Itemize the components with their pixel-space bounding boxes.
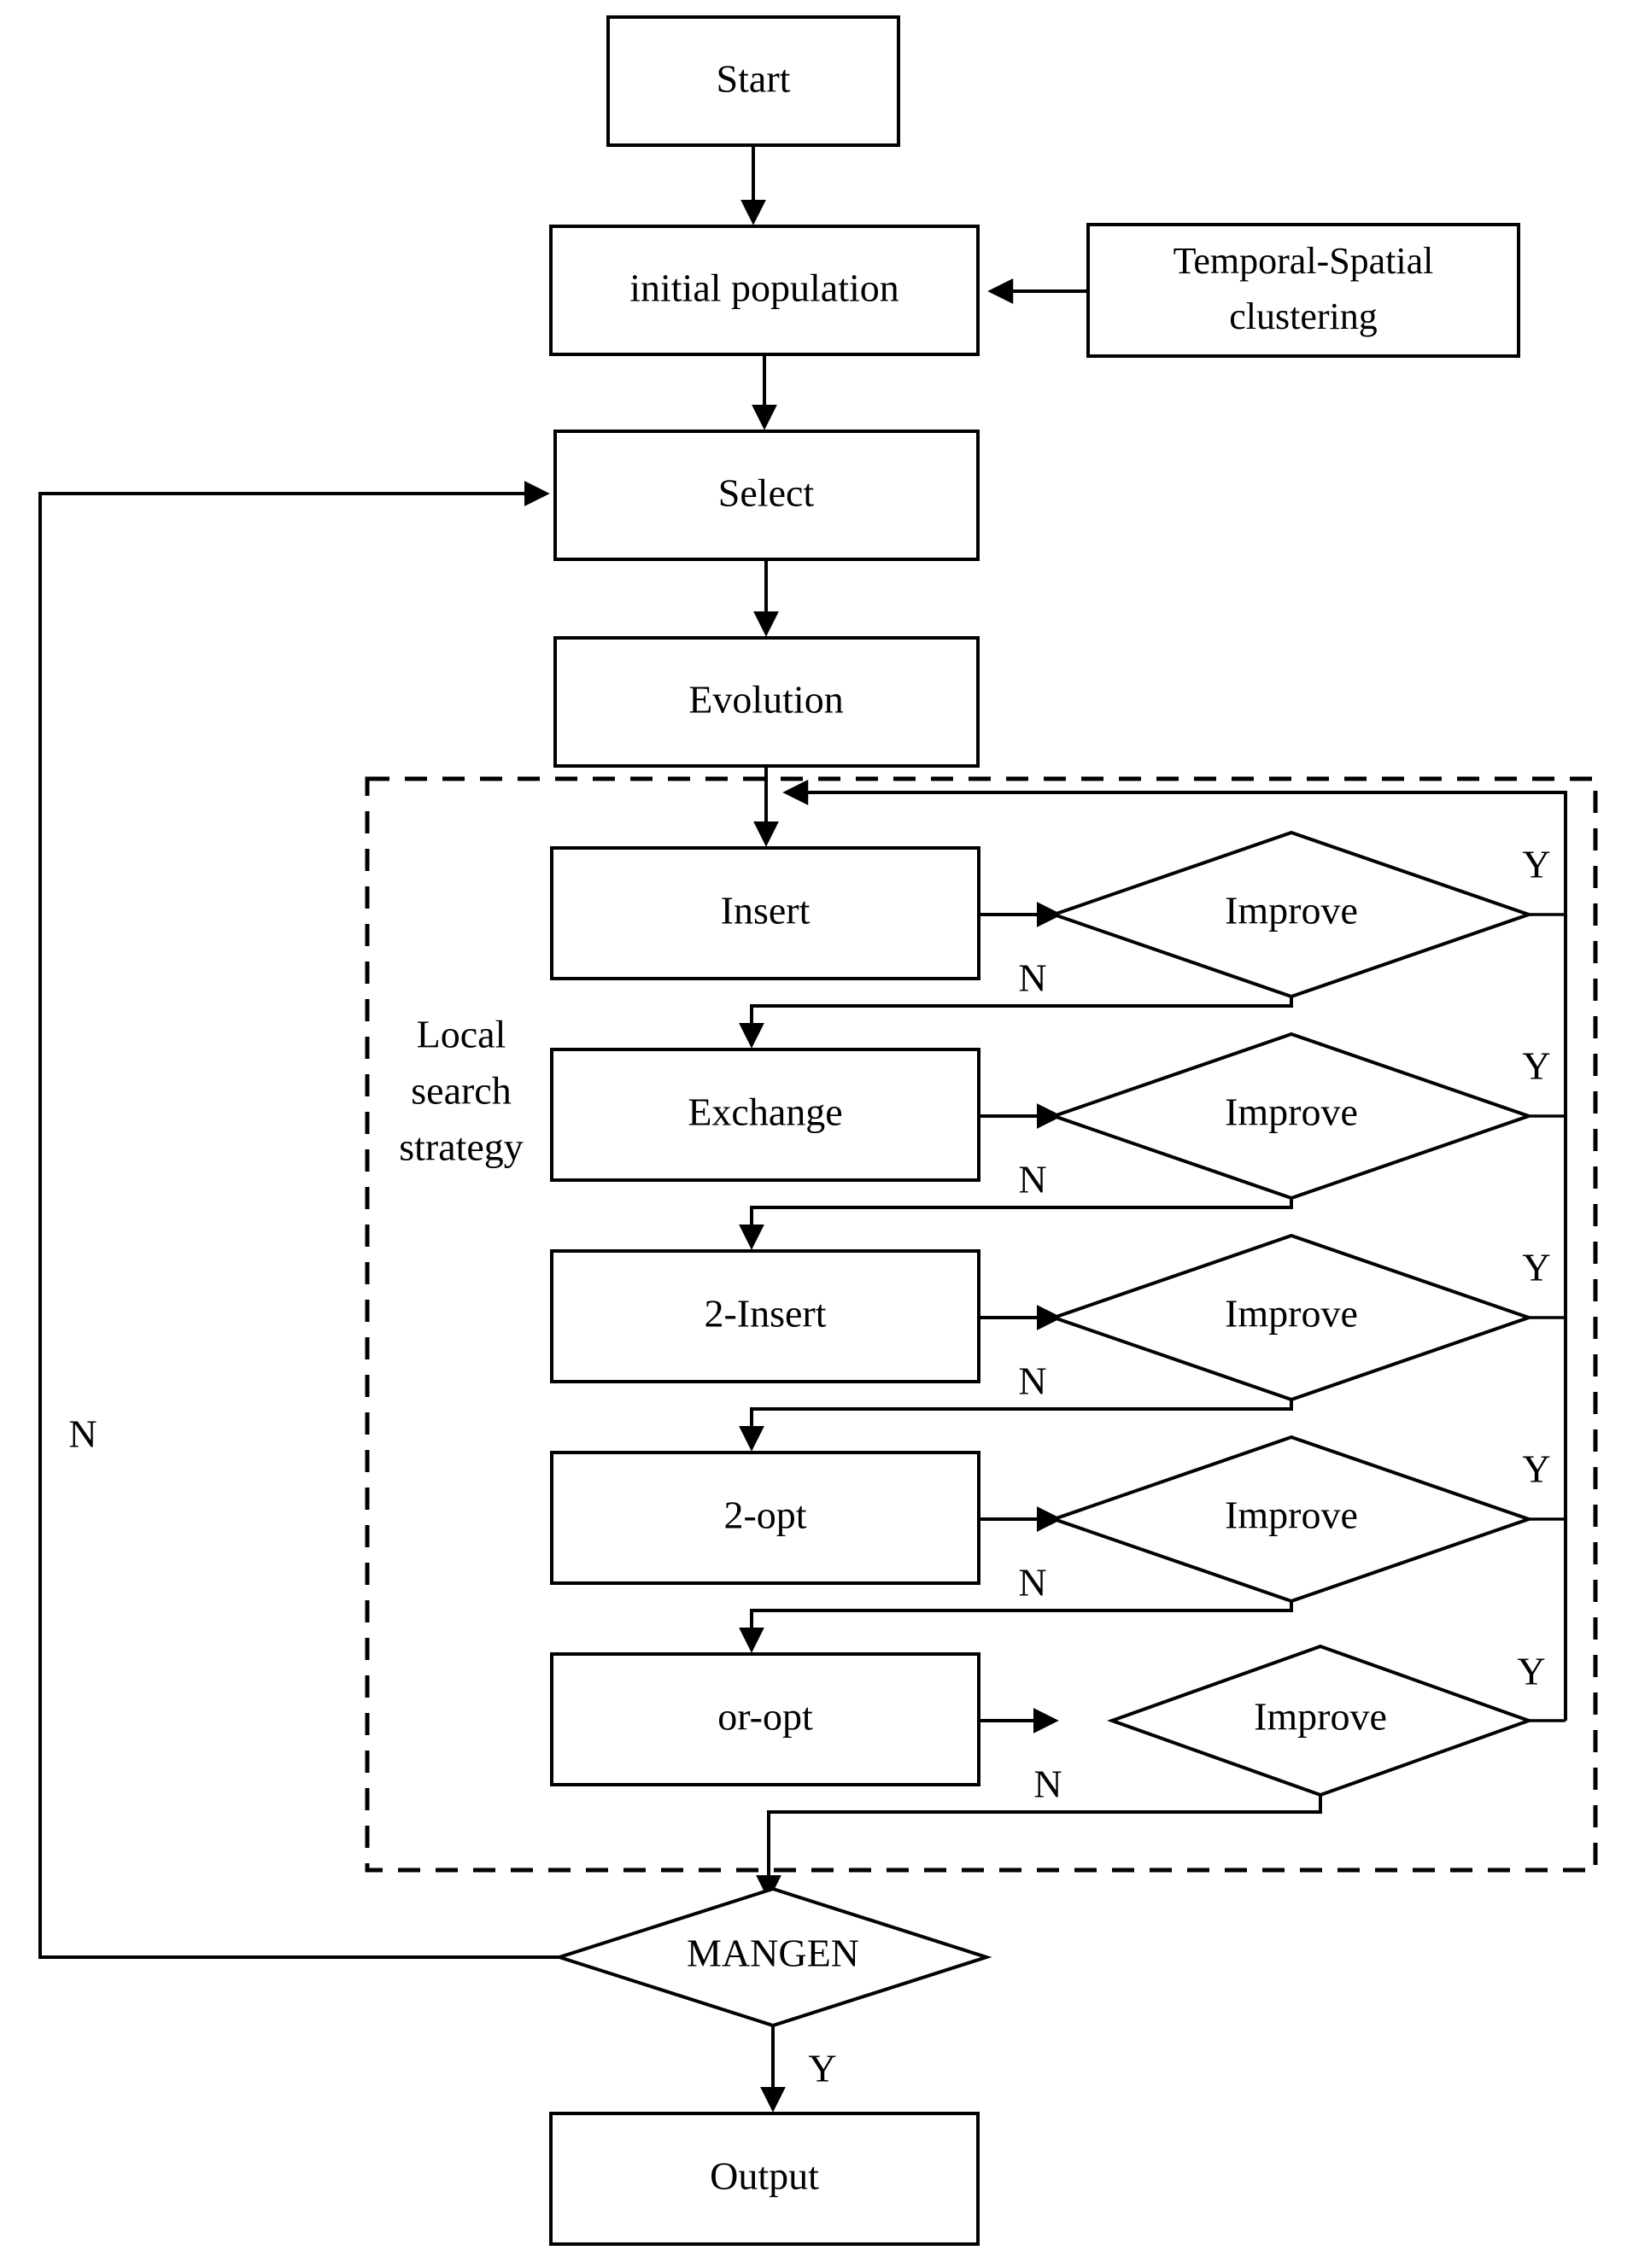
edge-mangen-no [38,481,559,1959]
edge-improve-5-no [756,1795,1322,1901]
edge-improve-2-no [739,1198,1293,1250]
decision-improve-2-label: Improve [1225,1090,1358,1134]
decision-mangen-label: MANGEN [687,1932,859,1975]
node-start-label: Start [717,57,791,101]
decision-improve-4-label: Improve [1225,1493,1358,1537]
node-temporal-spatial-clustering-label-line1: Temporal-Spatial [1174,240,1434,282]
node-select[interactable] [553,430,980,561]
node-temporal-spatial-clustering-label-line2: clustering [1229,295,1378,337]
edge-improve-yes-feedback-rail [782,780,1567,1721]
node-2-insert[interactable] [550,1249,980,1383]
node-output-label: Output [710,2154,819,2198]
group-label-line3: strategy [399,1125,524,1169]
node-insert-label: Insert [721,889,811,932]
edge-improve-3-no [739,1400,1293,1452]
edge-improve-4-no [739,1601,1293,1653]
label-improve-5-no: N [1033,1762,1062,1806]
node-exchange-label: Exchange [688,1090,842,1134]
node-or-opt[interactable] [550,1652,980,1786]
label-improve-3-yes: Y [1522,1246,1550,1289]
label-improve-1-yes: Y [1522,843,1550,886]
edge-improve-1-no [739,997,1293,1049]
node-2-insert-label: 2-Insert [704,1292,826,1336]
node-or-opt-label: or-opt [717,1695,813,1739]
node-insert[interactable] [550,846,980,980]
node-evolution-label: Evolution [688,678,843,722]
node-evolution[interactable] [553,636,980,768]
label-mangen-no: N [68,1412,97,1456]
group-label-line2: search [411,1069,511,1113]
label-improve-3-no: N [1018,1359,1046,1403]
group-label-line1: Local [417,1013,506,1056]
node-2-opt-label: 2-opt [723,1493,806,1537]
node-exchange[interactable] [550,1048,980,1182]
decision-improve-3-label: Improve [1225,1292,1358,1336]
label-improve-4-yes: Y [1522,1447,1550,1491]
node-initial-population-label: initial population [629,266,899,310]
label-improve-5-yes: Y [1517,1650,1545,1693]
node-select-label: Select [718,471,815,515]
label-improve-1-no: N [1018,956,1046,1000]
decision-improve-1-label: Improve [1225,889,1358,932]
node-initial-population[interactable] [549,225,980,356]
node-output[interactable] [549,2112,980,2246]
label-mangen-yes: Y [808,2047,836,2090]
label-improve-4-no: N [1018,1561,1046,1605]
local-search-group-border [365,776,1598,1873]
node-2-opt[interactable] [550,1451,980,1585]
decision-improve-5-label: Improve [1254,1695,1387,1739]
label-improve-2-yes: Y [1522,1044,1550,1088]
label-improve-2-no: N [1018,1158,1046,1201]
